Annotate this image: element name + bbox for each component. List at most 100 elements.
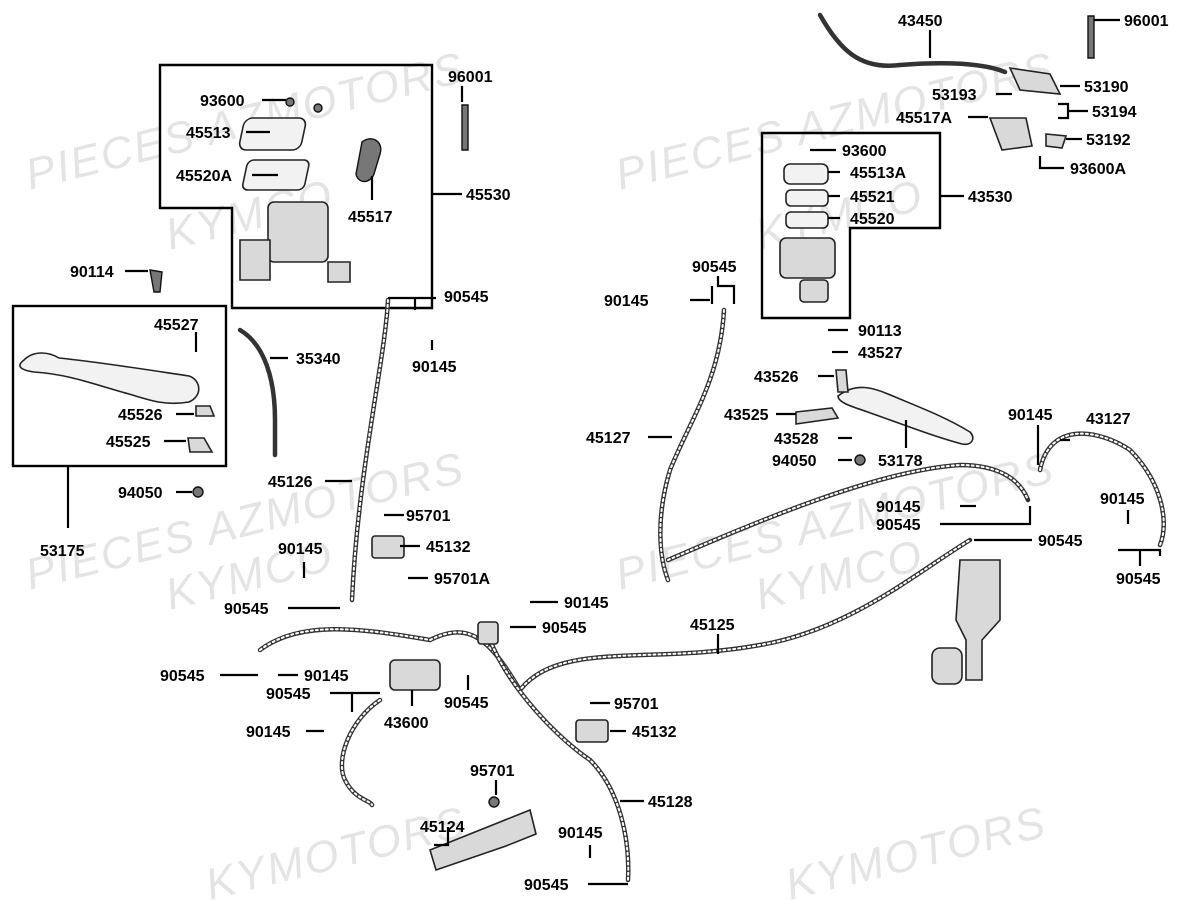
- label-94050: 94050: [118, 485, 163, 502]
- label-35340: 35340: [296, 351, 341, 368]
- nut-94050-right: [854, 454, 866, 466]
- label-90545: 90545: [542, 620, 587, 637]
- label-45517: 45517: [348, 209, 393, 226]
- watermark: KYMCO: [751, 171, 929, 260]
- label-43530: 43530: [968, 189, 1013, 206]
- master-cylinder-body: [267, 201, 329, 263]
- watermark: KYMOTORS: [201, 798, 472, 900]
- label-93600: 93600: [842, 143, 887, 160]
- label-45132: 45132: [632, 724, 677, 741]
- parts: [19, 15, 1095, 872]
- junction-43600: [389, 659, 441, 691]
- label-90545: 90545: [160, 668, 205, 685]
- label-45526: 45526: [118, 407, 163, 424]
- hose-45128-branch: [339, 697, 383, 808]
- label-45128: 45128: [648, 794, 693, 811]
- cable-43450: [817, 12, 1008, 75]
- label-45520: 45520: [850, 211, 895, 228]
- label-96001: 96001: [448, 69, 493, 86]
- switch-53190: [1008, 66, 1062, 95]
- label-90145: 90145: [278, 541, 323, 558]
- label-45513A: 45513A: [850, 165, 906, 182]
- label-90145: 90145: [304, 668, 349, 685]
- label-93600A: 93600A: [1070, 161, 1126, 178]
- label-90545: 90545: [1116, 571, 1161, 588]
- label-90145: 90145: [1008, 407, 1053, 424]
- label-90545: 90545: [876, 517, 921, 534]
- label-53190: 53190: [1084, 79, 1129, 96]
- label-90545: 90545: [224, 601, 269, 618]
- clamp-45517: [355, 138, 382, 183]
- master-cylinder-right-clamp: [799, 279, 829, 303]
- label-45520A: 45520A: [176, 168, 232, 185]
- label-43526: 43526: [754, 369, 799, 386]
- box-53175: [11, 304, 228, 468]
- label-45132: 45132: [426, 539, 471, 556]
- screw-93600: [285, 97, 295, 107]
- diaphragm-45520: [785, 211, 829, 229]
- master-cylinder-right-body: [779, 237, 836, 279]
- label-43528: 43528: [774, 431, 819, 448]
- pivot-45526: [195, 405, 216, 417]
- box-43530: [760, 131, 942, 320]
- clip-upper: [477, 621, 499, 645]
- label-53193: 53193: [932, 87, 977, 104]
- bracket-45132-bottom: [575, 719, 609, 743]
- spring-43526: [835, 369, 849, 393]
- bracket-45124: [429, 808, 537, 872]
- plate-43525: [795, 407, 840, 425]
- label-90145: 90145: [1100, 491, 1145, 508]
- label-90545: 90545: [524, 877, 569, 894]
- label-53175: 53175: [40, 543, 85, 560]
- label-90545: 90545: [444, 289, 489, 306]
- label-53178: 53178: [878, 453, 923, 470]
- label-95701A: 95701A: [434, 571, 490, 588]
- label-45517A: 45517A: [896, 110, 952, 127]
- label-45124: 45124: [420, 819, 465, 836]
- label-45127: 45127: [586, 430, 631, 447]
- master-cylinder-mount: [239, 239, 351, 283]
- label-95701: 95701: [406, 508, 451, 525]
- cover-45525: [187, 437, 214, 453]
- brake-hoses: [237, 12, 1166, 883]
- label-96001: 96001: [1124, 13, 1169, 30]
- label-43527: 43527: [858, 345, 903, 362]
- label-43450: 43450: [898, 13, 943, 30]
- watermark: KYMOTORS: [781, 798, 1052, 900]
- label-53192: 53192: [1086, 132, 1131, 149]
- label-90545: 90545: [444, 695, 489, 712]
- pin-90114: [149, 269, 163, 293]
- nut-94050-left: [192, 486, 204, 498]
- plate-45521: [785, 189, 829, 207]
- label-53194: 53194: [1092, 104, 1137, 121]
- label-90545: 90545: [692, 259, 737, 276]
- mirror-bolt-96001: [461, 104, 469, 151]
- label-95701: 95701: [470, 763, 515, 780]
- label-90545: 90545: [266, 686, 311, 703]
- reservoir-cover-45513: [238, 117, 307, 151]
- leader-lines: [66, 18, 1162, 886]
- label-45126: 45126: [268, 474, 313, 491]
- label-43600: 43600: [384, 715, 429, 732]
- label-90145: 90145: [558, 825, 603, 842]
- part-labels: 96001 93600 45513 45520A 45517 45530 901…: [40, 13, 1169, 894]
- brake-lever-53175: [19, 352, 200, 405]
- switch-45517A: [988, 117, 1033, 151]
- wire-35340: [237, 327, 278, 458]
- label-43525: 43525: [724, 407, 769, 424]
- label-95701: 95701: [614, 696, 659, 713]
- bolt-95701-bracket: [488, 796, 500, 808]
- label-90545: 90545: [1038, 533, 1083, 550]
- kit-boxes: [11, 63, 942, 468]
- label-90145: 90145: [412, 359, 457, 376]
- label-90145: 90145: [564, 595, 609, 612]
- label-90113: 90113: [858, 323, 902, 340]
- screw-93600-b: [313, 103, 323, 113]
- label-43127: 43127: [1086, 411, 1131, 428]
- bracket-45132-top: [371, 535, 405, 559]
- label-90114: 90114: [70, 264, 114, 281]
- box-45530: [158, 63, 434, 310]
- brake-unit-right: [955, 559, 1001, 681]
- label-45125: 45125: [690, 617, 735, 634]
